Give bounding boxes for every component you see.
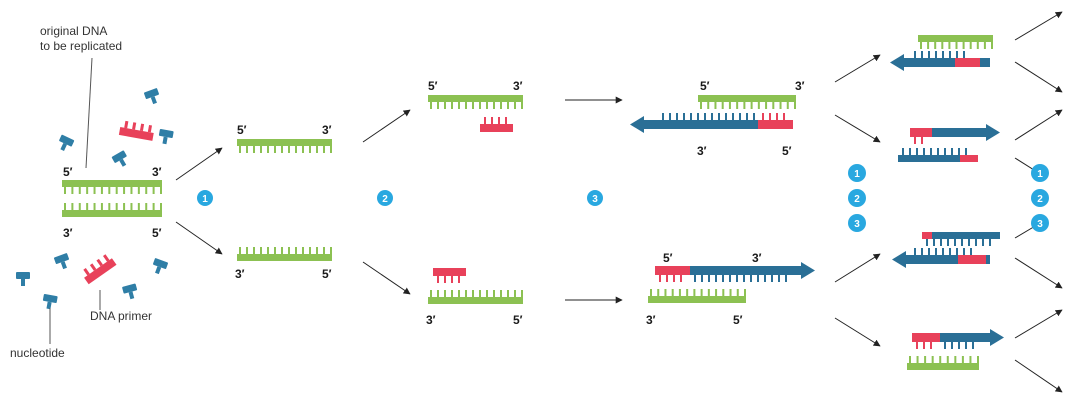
- s1-end-3-bottom: 3′: [235, 267, 245, 281]
- arrow-4a2: [1014, 61, 1063, 93]
- label-dna-primer: DNA primer: [90, 309, 152, 323]
- s3-new-end-5-bottom: 5′: [663, 251, 673, 265]
- s2-strand-top: [428, 95, 523, 109]
- s3-end-5-bottom: 5′: [733, 313, 743, 327]
- s4-product-d: [907, 329, 1004, 370]
- s2-primer-top: [480, 117, 513, 132]
- arrow-3c: [834, 253, 881, 283]
- stage2-annealing: 5′ 3′ 3′ 5′: [426, 79, 523, 327]
- primer-icon: [83, 254, 117, 285]
- arrow-4a1: [1014, 11, 1063, 41]
- label-nucleotide: nucleotide: [10, 346, 65, 360]
- s4-product-b: [898, 124, 1000, 162]
- s2-strand-bottom: [428, 290, 523, 304]
- s2-end-3-top: 3′: [513, 79, 523, 93]
- arrow-4d1: [1014, 309, 1063, 339]
- original-strand-top: [62, 180, 162, 194]
- arrow-3a: [834, 54, 881, 83]
- svg-text:3: 3: [1037, 219, 1043, 230]
- svg-text:3: 3: [592, 194, 598, 205]
- s3-complex-top: [630, 95, 796, 133]
- stage3-extension: 5′ 3′ 3′ 5′ 5′ 3′ 3′ 5′: [630, 79, 815, 327]
- original-dna-group: original DNA to be replicated 5′ 3′ 3′ 5…: [40, 24, 162, 240]
- s2-end-5-bottom: 5′: [513, 313, 523, 327]
- nucleotide-icon: [42, 294, 58, 310]
- svg-text:3: 3: [854, 219, 860, 230]
- s4-product-c: [892, 232, 1000, 268]
- s4-product-a: [890, 35, 993, 71]
- step-badges-cycle2: 1 2 3: [848, 164, 866, 232]
- arrow-4d2: [1014, 359, 1063, 393]
- nucleotide-icon: [53, 253, 69, 270]
- nucleotide-icon: [143, 88, 159, 105]
- svg-text:1: 1: [202, 194, 208, 205]
- svg-text:2: 2: [854, 194, 860, 205]
- arrow-1-top: [362, 109, 411, 143]
- s3-new-end-5-top: 5′: [782, 144, 792, 158]
- label-pointer-line: [85, 57, 93, 169]
- nucleotide-icon: [153, 258, 169, 275]
- arrow-4c2: [1014, 257, 1063, 289]
- s3-new-end-3-top: 3′: [697, 144, 707, 158]
- s2-end-3-bottom: 3′: [426, 313, 436, 327]
- nucleotide-icon: [111, 150, 127, 167]
- s1-end-3-top: 3′: [322, 123, 332, 137]
- arrow-3d: [834, 317, 881, 347]
- arrow-3b: [834, 114, 881, 143]
- s3-new-end-3-bottom: 3′: [752, 251, 762, 265]
- label-original-dna-line2: to be replicated: [40, 39, 122, 53]
- step-badge-2: 2: [377, 190, 393, 206]
- end-3-top: 3′: [152, 165, 162, 179]
- end-3-bottom: 3′: [63, 226, 73, 240]
- free-components: [16, 88, 174, 310]
- step-badge-1: 1: [197, 190, 213, 206]
- svg-text:1: 1: [1037, 169, 1043, 180]
- step-badges-cycle3: 1 2 3: [1031, 164, 1049, 232]
- s3-end-3-top: 3′: [795, 79, 805, 93]
- svg-text:2: 2: [1037, 194, 1043, 205]
- arrow-1-bottom: [362, 261, 411, 295]
- primer-icon: [118, 120, 154, 141]
- nucleotide-icon: [16, 272, 30, 286]
- s1-strand-top: [237, 139, 332, 153]
- original-strand-bottom: [62, 203, 162, 217]
- end-5-bottom: 5′: [152, 226, 162, 240]
- arrow-0-bottom: [175, 221, 223, 255]
- s1-end-5-top: 5′: [237, 123, 247, 137]
- step-badge-3: 3: [587, 190, 603, 206]
- svg-text:1: 1: [854, 169, 860, 180]
- s1-end-5-bottom: 5′: [322, 267, 332, 281]
- end-5-top: 5′: [63, 165, 73, 179]
- label-original-dna-line1: original DNA: [40, 24, 107, 38]
- s1-strand-bottom: [237, 247, 332, 261]
- nucleotide-icon: [158, 129, 174, 145]
- stage1-denatured: 5′ 3′ 3′ 5′: [235, 123, 332, 281]
- s2-end-5-top: 5′: [428, 79, 438, 93]
- s3-end-5-top: 5′: [700, 79, 710, 93]
- s3-complex-bottom: [648, 262, 815, 303]
- arrow-0-top: [175, 147, 223, 181]
- s2-primer-bottom: [433, 268, 466, 283]
- svg-text:2: 2: [382, 194, 388, 205]
- arrow-4b1: [1014, 109, 1063, 141]
- nucleotide-icon: [59, 134, 75, 152]
- s3-end-3-bottom: 3′: [646, 313, 656, 327]
- nucleotide-icon: [122, 283, 138, 300]
